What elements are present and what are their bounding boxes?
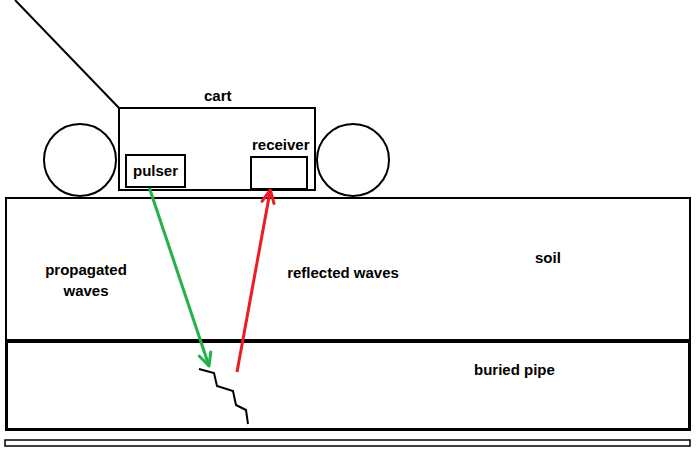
cart-handle bbox=[15, 0, 119, 108]
node-label: soil bbox=[535, 249, 561, 267]
pipe-crack bbox=[199, 369, 248, 424]
wave-arrow bbox=[237, 190, 274, 372]
wave-line bbox=[237, 190, 270, 372]
arrow-head bbox=[262, 190, 274, 203]
edge-label: propagated waves bbox=[38, 259, 134, 301]
ground-base-line bbox=[5, 440, 690, 446]
wave-arrow bbox=[149, 188, 210, 366]
node-label: pulser bbox=[133, 162, 178, 180]
node-label: receiver bbox=[252, 136, 310, 154]
buried-pipe-layer: buried pipe bbox=[5, 340, 691, 431]
wave-line bbox=[149, 188, 209, 366]
pulser-box: pulser bbox=[125, 154, 186, 188]
edge-label: reflected waves bbox=[268, 262, 418, 283]
node-label: buried pipe bbox=[474, 361, 555, 379]
cart-wheel bbox=[44, 124, 116, 196]
node-label: cart bbox=[204, 87, 232, 105]
receiver-box: receiver bbox=[250, 156, 308, 190]
cart-box: cartpulserreceiver bbox=[118, 107, 316, 191]
cart-wheel bbox=[317, 124, 389, 196]
arrow-head bbox=[199, 352, 211, 366]
